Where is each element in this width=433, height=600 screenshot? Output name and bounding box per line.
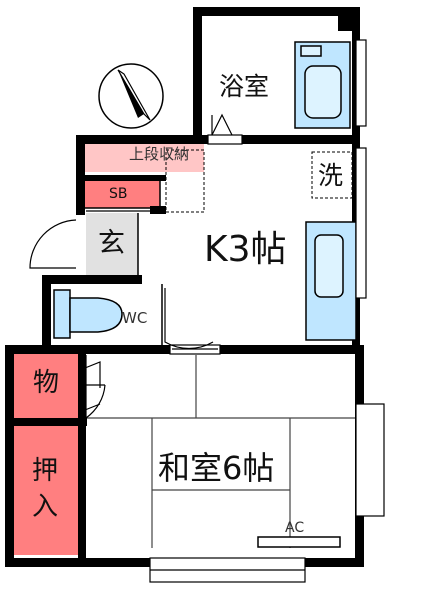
windows <box>149 39 385 583</box>
washitsu-label: 和室6帖 <box>158 449 275 487</box>
storage-label: 物 <box>33 368 60 398</box>
kitchen-sink <box>314 234 344 298</box>
partitions <box>84 178 163 347</box>
upper-storage-label: 上段収納 <box>129 145 190 163</box>
washroom-label: 洗 <box>318 161 344 190</box>
tatami-lines <box>85 355 357 548</box>
closet-label-bottom: 入 <box>32 492 59 522</box>
north-arrow-icon <box>98 63 164 129</box>
storage-fill <box>12 350 80 418</box>
aircon-unit <box>257 536 341 548</box>
shoe-box-label: SB <box>109 186 128 202</box>
bath-faucet <box>300 45 322 57</box>
bathtub-basin <box>304 65 342 119</box>
closet-label-top: 押 <box>32 456 59 486</box>
washer-space <box>311 151 353 199</box>
entrance-floor <box>86 213 138 275</box>
shoe-box-fill <box>84 178 160 208</box>
toilet-tank <box>53 289 71 339</box>
entrance-label: 玄 <box>98 228 125 259</box>
bath-label: 浴室 <box>219 72 270 101</box>
toilet-label: WC <box>122 309 148 327</box>
kitchen-label: K3帖 <box>204 229 287 270</box>
aircon-label: AC <box>285 520 305 536</box>
toilet-bowl <box>69 297 123 333</box>
doors <box>29 113 233 420</box>
upper-storage-fill <box>84 140 204 172</box>
closet-fill <box>12 425 80 555</box>
